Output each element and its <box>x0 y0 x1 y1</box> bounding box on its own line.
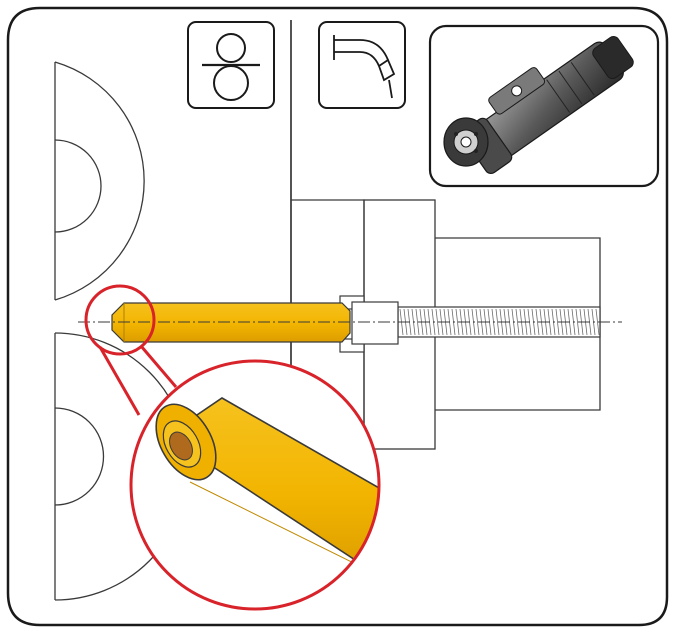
liner-hatch-line <box>515 308 520 336</box>
liner-hatch-line <box>575 308 580 336</box>
magnifier-callout <box>84 284 178 416</box>
wire-feed-rollers-icon <box>187 21 275 109</box>
liner-fitting <box>339 295 399 353</box>
liner-hatch-line <box>475 308 480 336</box>
liner-hatch-line <box>435 308 440 336</box>
magnified-tube-end <box>129 359 381 611</box>
liner-hatch-line <box>455 308 460 336</box>
welding-torch-icon <box>318 21 406 109</box>
liner-hatch-line <box>535 308 540 336</box>
liner-hatch-line <box>495 308 500 336</box>
liner-hatch-line <box>595 308 600 336</box>
liner-hatch-line <box>415 308 420 336</box>
torch-connector-photo <box>428 24 660 188</box>
feed-roller-top <box>54 61 145 301</box>
liner-hatch-line <box>555 308 560 336</box>
